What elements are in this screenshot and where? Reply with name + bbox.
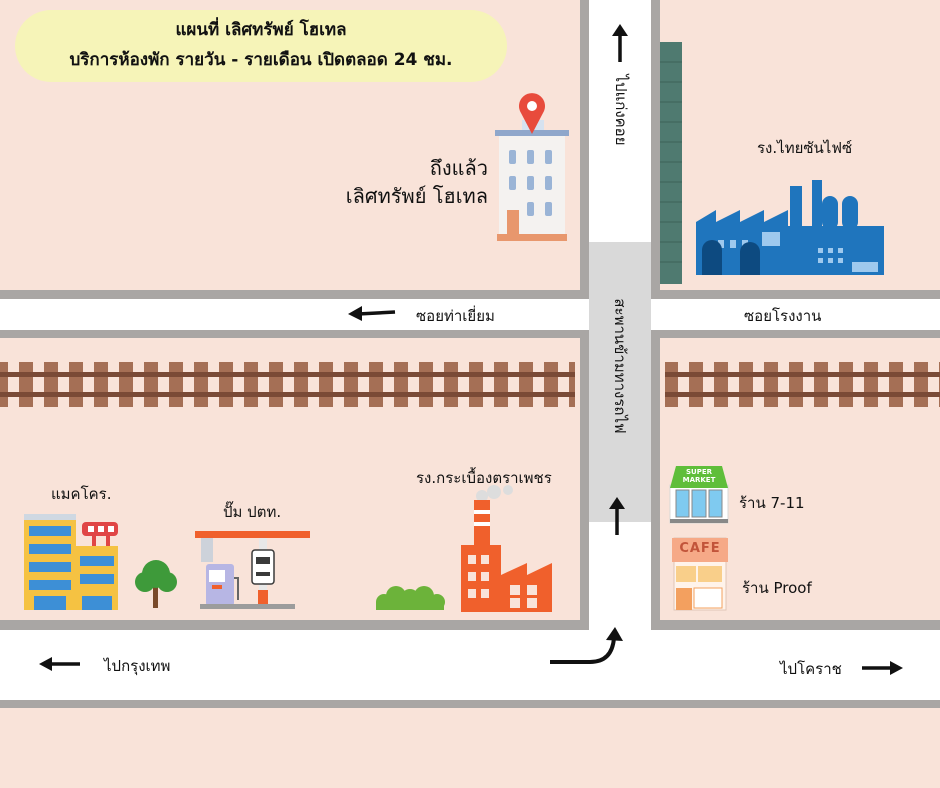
railway-east <box>665 362 940 407</box>
hotel-label-line1: ถึงแล้ว <box>429 156 488 180</box>
arrow-bridge-up-icon <box>609 497 625 535</box>
soi-road <box>0 299 940 330</box>
hotel-label-line2: เลิศทรัพย์ โฮเทล <box>345 184 488 208</box>
soi-label-east: ซอยโรงงาน <box>744 307 822 325</box>
cafe-sign: CAFE <box>679 541 721 556</box>
hotel-building-icon <box>495 120 569 241</box>
tile-factory-icon <box>461 485 552 612</box>
factory-thaisun-icon <box>660 42 884 284</box>
bridge <box>589 242 651 522</box>
banner-title: แผนที่ เลิศทรัพย์ โฮเทล <box>175 20 347 40</box>
location-pin-icon <box>519 93 546 134</box>
arrow-korat-icon <box>862 661 903 675</box>
supermarket-icon <box>669 466 729 524</box>
banner-subtitle: บริการห้องพัก รายวัน - รายเดือน เปิดตลอด… <box>69 50 453 70</box>
soi-label-west: ซอยท่าเยี่ยม <box>416 307 495 325</box>
proof-label: ร้าน Proof <box>742 579 812 597</box>
arrow-soi-west-icon <box>348 306 396 321</box>
tree-icon <box>135 560 177 608</box>
arrow-turn-icon <box>550 627 623 664</box>
factory-thaisun-label: รง.ไทยซันไฟซ์ <box>757 139 853 157</box>
road-label-bangkok: ไปกรุงเทพ <box>104 657 171 675</box>
title-banner <box>15 10 507 82</box>
makro-label: แมคโคร. <box>51 485 112 503</box>
road-label-north: ไปแก่งคอย <box>612 74 630 146</box>
bridge-label: สะพานข้ามทางรถไฟ <box>611 298 629 434</box>
cafe-icon <box>672 537 728 611</box>
supermarket-sign-line2: MARKET <box>682 476 716 484</box>
gas-station-label: ปั๊ม ปตท. <box>223 503 282 521</box>
road-label-korat: ไปโคราช <box>780 660 842 678</box>
arrow-bangkok-icon <box>39 657 80 671</box>
makro-building-icon <box>24 514 118 610</box>
arrow-north-icon <box>612 24 628 62</box>
main-road <box>0 630 940 700</box>
seven-eleven-label: ร้าน 7-11 <box>739 494 805 512</box>
road-network <box>0 0 940 708</box>
railway-west <box>0 362 575 407</box>
supermarket-sign-line1: SUPER <box>685 468 713 476</box>
gas-station-icon <box>195 531 310 609</box>
tile-factory-label: รง.กระเบื้องตราเพชร <box>416 469 552 487</box>
bush-icon <box>376 586 445 610</box>
